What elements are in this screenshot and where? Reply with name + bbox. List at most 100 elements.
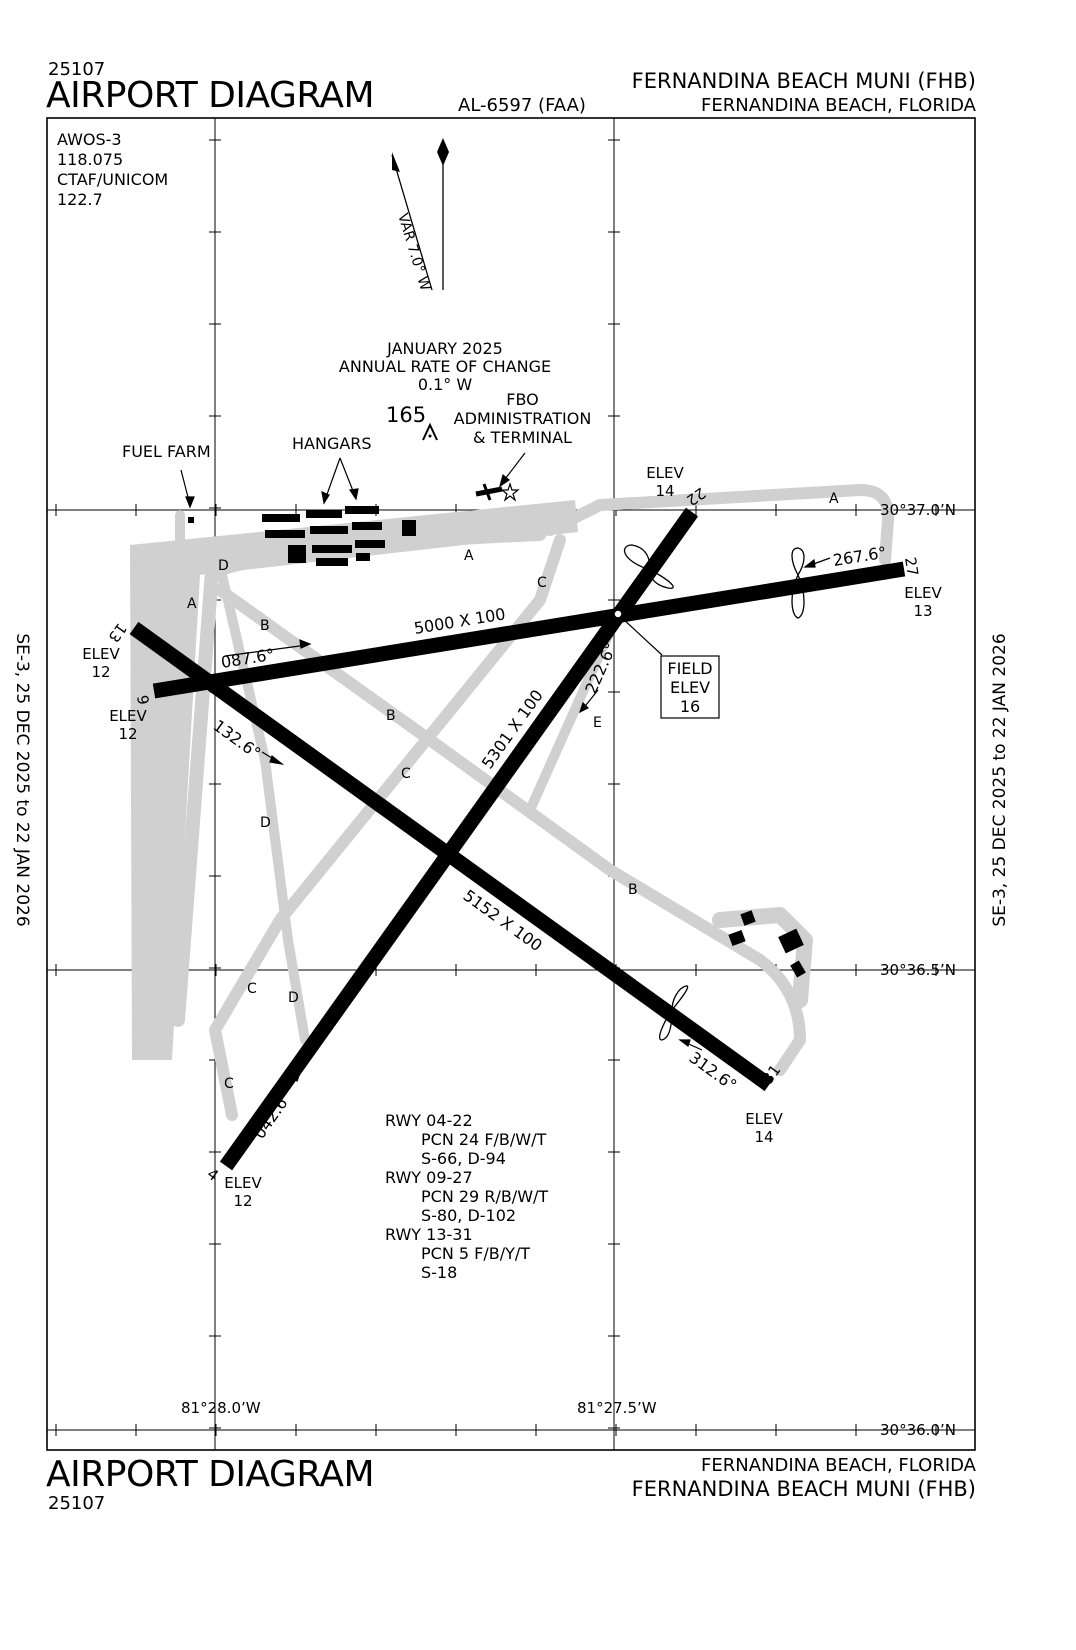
obstacle-dot (428, 434, 432, 438)
elev-22-label: ELEV (646, 464, 684, 482)
taxiway-c (209, 534, 566, 1121)
taxiway-b (214, 584, 806, 1076)
wind-cone-icon (791, 547, 805, 619)
chart-cycle-bottom: 25107 (48, 1493, 106, 1514)
fuel-farm-label: FUEL FARM (122, 442, 211, 461)
comms-awos: AWOS-3 (57, 130, 122, 149)
leader-lines (180, 452, 831, 1109)
lon-east-label: 81°27.5’W (577, 1399, 657, 1417)
chart-title-top: AIRPORT DIAGRAM (46, 75, 375, 116)
wind-cone-icon (658, 985, 689, 1041)
taxiway-label-a: A (464, 548, 474, 564)
obstacle-height: 165 (386, 403, 427, 427)
lat-north-label: 30°37.0’N (880, 501, 956, 519)
obstacle-icon (422, 422, 438, 441)
field-elev-box (660, 655, 720, 719)
runway-end-9: 9 (133, 694, 152, 706)
svg-text:16: 16 (680, 697, 700, 716)
runway-09-27 (152, 561, 906, 699)
taxiway-label-a: A (829, 491, 839, 507)
runway-end-13: 13 (105, 620, 131, 646)
fbo-airplane-icon (475, 482, 520, 502)
lighting-symbols (623, 544, 805, 1041)
taxiway-label-e: E (593, 715, 602, 731)
pavement-line: S-80, D-102 (421, 1206, 517, 1225)
hangar (310, 526, 348, 534)
hangar (356, 553, 370, 561)
runway-end-27: 27 (901, 556, 922, 578)
wind-cone-icon (623, 544, 674, 589)
airport-name-top: FERNANDINA BEACH MUNI (FHB) (631, 69, 976, 93)
taxiway-label-c: C (247, 981, 257, 997)
elev-27-label: ELEV (904, 584, 942, 602)
star-icon (500, 482, 520, 502)
comms-ctaf-freq: 122.7 (57, 190, 103, 209)
hangar (288, 545, 306, 563)
taxiway-label-c: C (224, 1076, 234, 1092)
hangar (316, 558, 348, 566)
airport-city-top: FERNANDINA BEACH, FLORIDA (701, 95, 976, 116)
hangar (402, 520, 416, 536)
elev-31-label: ELEV (745, 1110, 783, 1128)
lat-mid-label: 30°36.5’N (880, 961, 956, 979)
hangar (312, 545, 352, 553)
taxiway-parallel-west (171, 538, 221, 1027)
chart-cycle-top: 25107 (48, 59, 106, 80)
variation-label: VAR 7.0° W (394, 211, 433, 292)
pavement-line: S-66, D-94 (421, 1149, 506, 1168)
svg-text:ELEV: ELEV (670, 678, 710, 697)
taxiway-label-a: A (187, 596, 197, 612)
map-frame (46, 117, 976, 1451)
true-north-arrow-icon (437, 138, 449, 166)
taxiway-d (217, 570, 310, 1045)
building (728, 929, 746, 947)
airport-name-bottom: FERNANDINA BEACH MUNI (FHB) (631, 1477, 976, 1501)
runways (129, 507, 906, 1171)
taxiway-label-d: D (218, 558, 229, 574)
comms-ctaf: CTAF/UNICOM (57, 170, 169, 189)
comms-block: AWOS-3 118.075 CTAF/UNICOM 122.7 (57, 130, 168, 210)
hangar (262, 514, 300, 522)
elev-4-label: ELEV (224, 1174, 262, 1192)
taxiway-label-d: D (288, 990, 299, 1006)
pavement-line: PCN 5 F/B/Y/T (421, 1244, 531, 1263)
pavement-line: S-18 (421, 1263, 458, 1282)
taxiway-labels: A A A B B B C C C C D D D E (187, 491, 839, 1092)
fbo-label-line: & TERMINAL (473, 428, 572, 447)
hangar (352, 522, 382, 530)
taxiway-network (130, 484, 895, 1121)
hangar (306, 510, 342, 518)
taxiway-label-b: B (260, 618, 270, 634)
fbo-label: FBO ADMINISTRATION & TERMINAL (440, 390, 605, 447)
elev-22-value: 14 (655, 482, 674, 500)
elev-13-value: 12 (91, 663, 110, 681)
magnetic-change-block: JANUARY 2025 ANNUAL RATE OF CHANGE 0.1° … (330, 340, 560, 394)
taxiway-label-d: D (260, 815, 271, 831)
airport-city-bottom: FERNANDINA BEACH, FLORIDA (701, 1455, 976, 1476)
field-elevation-point (613, 609, 623, 619)
svg-text:FIELD: FIELD (667, 659, 712, 678)
magnetic-rate-label: ANNUAL RATE OF CHANGE (338, 357, 552, 376)
elev-27-value: 13 (913, 602, 932, 620)
building (740, 910, 756, 926)
pavement-line: PCN 24 F/B/W/T (421, 1130, 547, 1149)
runway-end-4: 4 (204, 1165, 222, 1185)
building (778, 928, 804, 954)
elev-9-label: ELEV (109, 707, 147, 725)
chart-doc-id: AL-6597 (FAA) (458, 95, 586, 116)
lon-west-label: 81°28.0’W (181, 1399, 261, 1417)
pavement-rwy-09-27: RWY 09-27 (385, 1168, 473, 1187)
hangar (265, 530, 305, 538)
comms-awos-freq: 118.075 (57, 150, 124, 169)
elev-9-value: 12 (118, 725, 137, 743)
fbo-label-line: FBO (506, 390, 539, 409)
building (790, 960, 806, 978)
magnetic-north-arrow-icon (392, 152, 400, 172)
coordinate-labels: 30°37.0’N 30°36.5’N 30°36.0’N 81°28.0’W … (181, 501, 956, 1439)
north-arrows (391, 138, 449, 291)
pavement-line: PCN 29 R/B/W/T (421, 1187, 549, 1206)
hangar (355, 540, 385, 548)
runway-end-elevations: ELEV 12 ELEV 12 ELEV 14 ELEV 13 ELEV 14 … (82, 464, 942, 1210)
lat-south-label: 30°36.0’N (880, 1421, 956, 1439)
